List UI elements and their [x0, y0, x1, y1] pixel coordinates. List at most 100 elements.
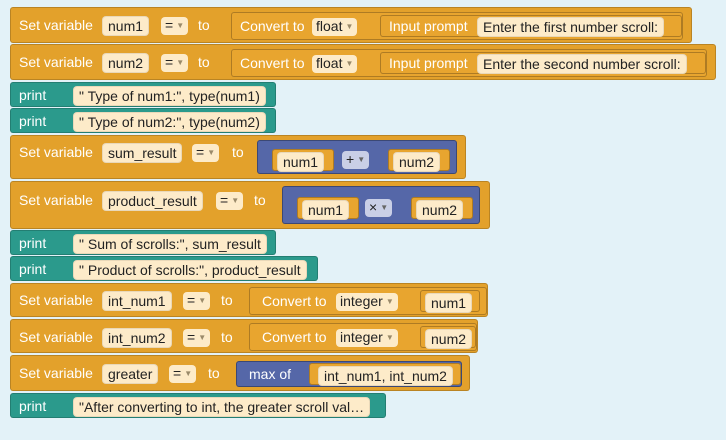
left-operand-field[interactable]: num1: [302, 200, 350, 220]
chevron-down-icon: ▼: [380, 203, 389, 213]
variable-name-field[interactable]: int_num1: [102, 291, 172, 311]
set-variable-block-sum-result[interactable]: Set variable sum_result =▼ to num1 +▼ nu…: [10, 135, 466, 179]
input-prompt-block[interactable]: Input prompt Enter the second number scr…: [380, 52, 706, 74]
right-operand-field[interactable]: num2: [416, 200, 464, 220]
chevron-down-icon: ▼: [184, 369, 193, 379]
operator-dropdown[interactable]: +▼: [342, 151, 370, 169]
convert-to-label: Convert to: [262, 293, 327, 309]
right-operand-slot[interactable]: num2: [388, 149, 450, 172]
print-block-sum[interactable]: print " Sum of scrolls:", sum_result: [10, 230, 276, 255]
set-variable-block-num1[interactable]: Set variable num1 =▼ to Convert to float…: [10, 7, 692, 43]
assign-operator-dropdown[interactable]: =▼: [183, 329, 211, 347]
convert-block[interactable]: Convert to float▼ Input prompt Enter the…: [231, 12, 683, 40]
chevron-down-icon: ▼: [176, 58, 185, 68]
print-label: print: [19, 261, 47, 277]
assign-operator-dropdown[interactable]: =▼: [183, 292, 211, 310]
variable-name-field[interactable]: greater: [102, 364, 159, 384]
variable-name-field[interactable]: num1: [102, 16, 150, 36]
right-operand-field[interactable]: num2: [393, 152, 441, 172]
set-variable-block-greater[interactable]: Set variable greater =▼ to max of int_nu…: [10, 355, 470, 391]
chevron-down-icon: ▼: [385, 333, 394, 343]
chevron-down-icon: ▼: [345, 22, 354, 32]
left-operand-slot[interactable]: num1: [272, 149, 334, 172]
chevron-down-icon: ▼: [198, 333, 207, 343]
convert-block[interactable]: Convert to integer▼ num2: [249, 323, 477, 351]
set-variable-block-product-result[interactable]: Set variable product_result =▼ to num1 ×…: [10, 181, 490, 229]
set-variable-block-int-num1[interactable]: Set variable int_num1 =▼ to Convert to i…: [10, 283, 488, 317]
left-operand-slot[interactable]: num1: [297, 197, 359, 220]
to-label: to: [232, 144, 244, 160]
max-of-label: max of: [249, 366, 292, 382]
print-block-type-num2[interactable]: print " Type of num2:", type(num2): [10, 108, 276, 133]
set-variable-block-num2[interactable]: Set variable num2 =▼ to Convert to float…: [10, 44, 716, 80]
print-text-field[interactable]: " Product of scrolls:", product_result: [73, 260, 307, 280]
prompt-text-field[interactable]: Enter the second number scroll:: [477, 54, 687, 74]
print-block-type-num1[interactable]: print " Type of num1:", type(num1): [10, 82, 276, 107]
to-label: to: [254, 192, 266, 208]
chevron-down-icon: ▼: [207, 148, 216, 158]
type-dropdown[interactable]: integer▼: [336, 329, 398, 347]
set-variable-label: Set variable: [19, 144, 93, 160]
print-block-product[interactable]: print " Product of scrolls:", product_re…: [10, 256, 318, 281]
chevron-down-icon: ▼: [385, 297, 394, 307]
args-slot[interactable]: int_num1, int_num2: [309, 363, 461, 386]
assign-operator-dropdown[interactable]: =▼: [161, 54, 189, 72]
type-dropdown[interactable]: integer▼: [336, 293, 398, 311]
variable-name-field[interactable]: num2: [102, 53, 150, 73]
print-label: print: [19, 87, 47, 103]
assign-operator-dropdown[interactable]: =▼: [216, 192, 244, 210]
assign-operator-dropdown[interactable]: =▼: [192, 144, 220, 162]
assign-operator-dropdown[interactable]: =▼: [161, 17, 189, 35]
convert-to-label: Convert to: [240, 18, 305, 34]
type-dropdown[interactable]: float▼: [312, 18, 358, 36]
set-variable-label: Set variable: [19, 54, 93, 70]
print-text-field[interactable]: "After converting to int, the greater sc…: [73, 397, 371, 417]
prompt-text-field[interactable]: Enter the first number scroll:: [477, 17, 665, 37]
right-operand-slot[interactable]: num2: [411, 197, 473, 220]
input-prompt-label: Input prompt: [389, 18, 468, 34]
set-variable-label: Set variable: [19, 292, 93, 308]
set-variable-label: Set variable: [19, 365, 93, 381]
print-label: print: [19, 113, 47, 129]
print-block-greater[interactable]: print "After converting to int, the grea…: [10, 393, 386, 418]
variable-name-field[interactable]: int_num2: [102, 328, 172, 348]
convert-to-label: Convert to: [240, 55, 305, 71]
value-field[interactable]: num1: [425, 293, 473, 313]
max-of-block[interactable]: max of int_num1, int_num2: [236, 361, 462, 387]
print-label: print: [19, 398, 47, 414]
arithmetic-block[interactable]: num1 ×▼ num2: [282, 186, 480, 224]
variable-name-field[interactable]: product_result: [102, 191, 203, 211]
convert-block[interactable]: Convert to float▼ Input prompt Enter the…: [231, 49, 707, 77]
to-label: to: [221, 329, 233, 345]
print-text-field[interactable]: " Sum of scrolls:", sum_result: [73, 234, 267, 254]
type-dropdown[interactable]: float▼: [312, 55, 358, 73]
input-prompt-block[interactable]: Input prompt Enter the first number scro…: [380, 15, 682, 37]
convert-block[interactable]: Convert to integer▼ num1: [249, 287, 487, 315]
to-label: to: [198, 54, 210, 70]
set-variable-label: Set variable: [19, 192, 93, 208]
print-label: print: [19, 235, 47, 251]
to-label: to: [198, 17, 210, 33]
to-label: to: [221, 292, 233, 308]
to-label: to: [208, 365, 220, 381]
chevron-down-icon: ▼: [198, 296, 207, 306]
chevron-down-icon: ▼: [345, 59, 354, 69]
value-slot[interactable]: num1: [420, 290, 480, 313]
operator-dropdown[interactable]: ×▼: [365, 199, 393, 217]
print-text-field[interactable]: " Type of num1:", type(num1): [73, 86, 266, 106]
input-prompt-label: Input prompt: [389, 55, 468, 71]
left-operand-field[interactable]: num1: [277, 152, 325, 172]
chevron-down-icon: ▼: [231, 196, 240, 206]
value-field[interactable]: num2: [425, 329, 473, 349]
chevron-down-icon: ▼: [176, 21, 185, 31]
arithmetic-block[interactable]: num1 +▼ num2: [257, 140, 457, 174]
variable-name-field[interactable]: sum_result: [102, 143, 183, 163]
value-slot[interactable]: num2: [420, 326, 476, 349]
print-text-field[interactable]: " Type of num2:", type(num2): [73, 112, 266, 132]
set-variable-label: Set variable: [19, 17, 93, 33]
chevron-down-icon: ▼: [357, 155, 366, 165]
args-field[interactable]: int_num1, int_num2: [318, 366, 453, 386]
assign-operator-dropdown[interactable]: =▼: [169, 365, 197, 383]
set-variable-label: Set variable: [19, 329, 93, 345]
set-variable-block-int-num2[interactable]: Set variable int_num2 =▼ to Convert to i…: [10, 319, 478, 353]
